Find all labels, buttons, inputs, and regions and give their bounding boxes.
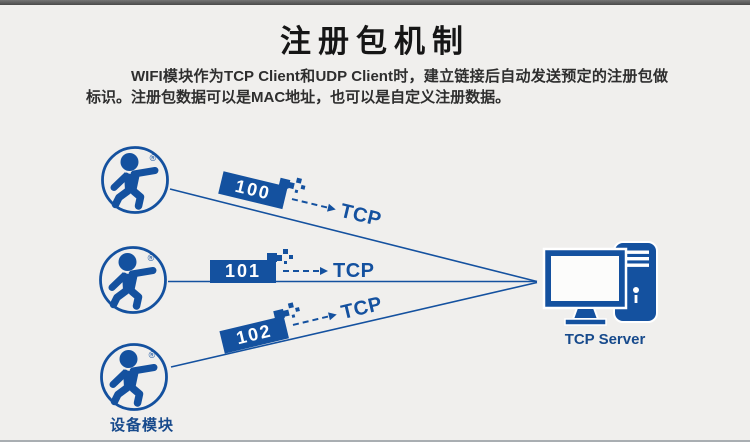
tcp-label: TCP — [333, 259, 375, 282]
registered-mark-icon: ® — [148, 253, 155, 263]
device-group-label: 设备模块 — [110, 417, 175, 434]
device-icon-1: ® — [103, 148, 168, 213]
connection-line-3 — [170, 281, 538, 368]
packet-number: 101 — [224, 260, 262, 281]
arrowhead-icon — [320, 267, 328, 275]
data-bits-icon — [276, 245, 296, 267]
registered-mark-icon: ® — [150, 153, 157, 163]
dashed-arrow — [283, 270, 319, 272]
packet-box: 101 — [210, 248, 293, 283]
top-bar — [0, 0, 750, 5]
tcp-server-icon — [542, 241, 658, 326]
connection-line-1 — [169, 188, 538, 283]
tcp-label: TCP — [338, 199, 384, 231]
arrowhead-icon — [328, 310, 338, 321]
dashed-arrow — [291, 198, 328, 209]
data-bits-icon — [286, 172, 311, 198]
server-label: TCP Server — [564, 331, 646, 348]
tcp-label: TCP — [338, 292, 385, 324]
page-title: 注册包机制 — [280, 24, 470, 59]
packet-row: 101 TCP — [210, 248, 375, 286]
description-text: WIFI模块作为TCP Client和UDP Client时，建立链接后自动发送… — [86, 68, 668, 106]
device-icon-3: ® — [102, 345, 167, 410]
device-icon-2: ® — [101, 248, 166, 313]
arrowhead-icon — [327, 203, 337, 214]
bottom-bar — [0, 440, 750, 445]
registered-mark-icon: ® — [149, 350, 156, 360]
